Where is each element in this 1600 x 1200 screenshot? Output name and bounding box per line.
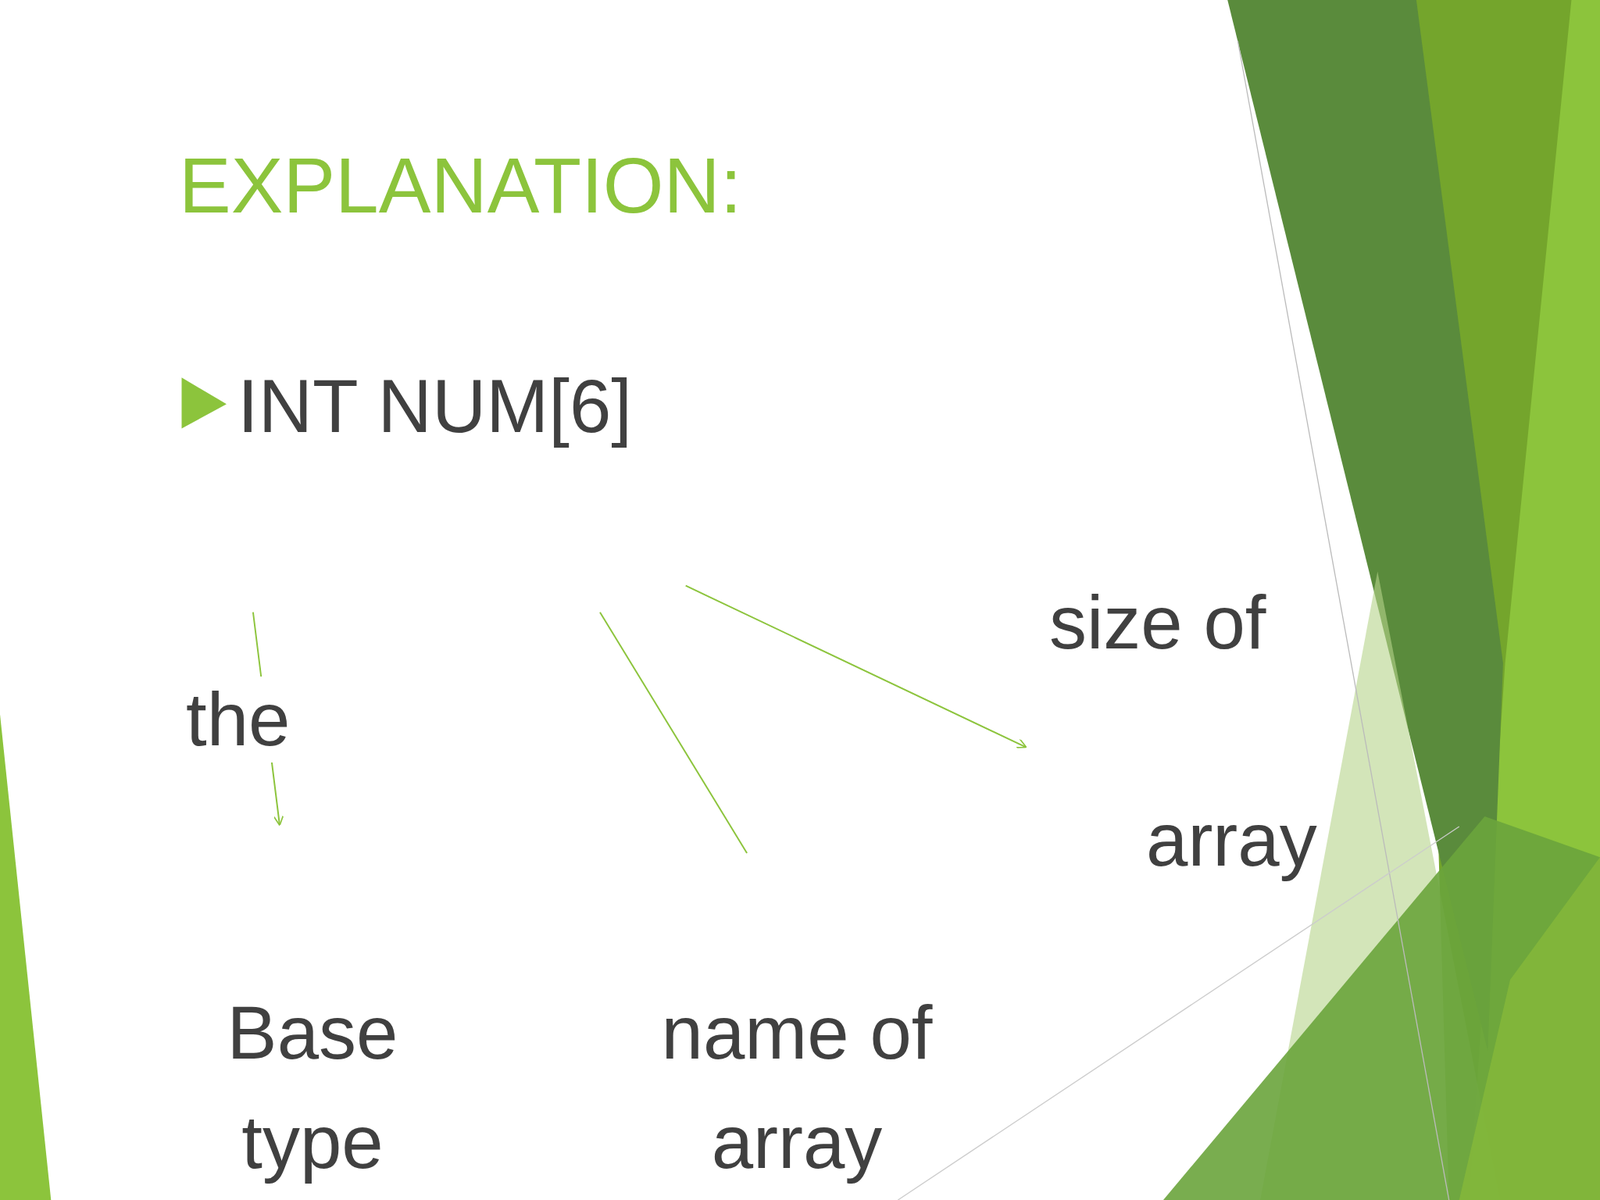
left-band	[0, 714, 51, 1200]
thin-line	[1237, 40, 1449, 1200]
slide-title: EXPLANATION:	[178, 140, 743, 231]
part-label: the	[182, 676, 293, 763]
bullet-marker	[181, 377, 226, 429]
part-label: Base type	[195, 978, 430, 1197]
thin-line	[897, 826, 1459, 1200]
leader-line	[600, 612, 747, 854]
part-label: array	[1146, 796, 1318, 883]
part-label: size of	[1049, 579, 1266, 666]
code-line: INT NUM[6]	[237, 363, 633, 450]
corner-band	[1459, 857, 1600, 1200]
part-label: name of array	[632, 978, 961, 1197]
leader-arrow	[685, 585, 1026, 747]
